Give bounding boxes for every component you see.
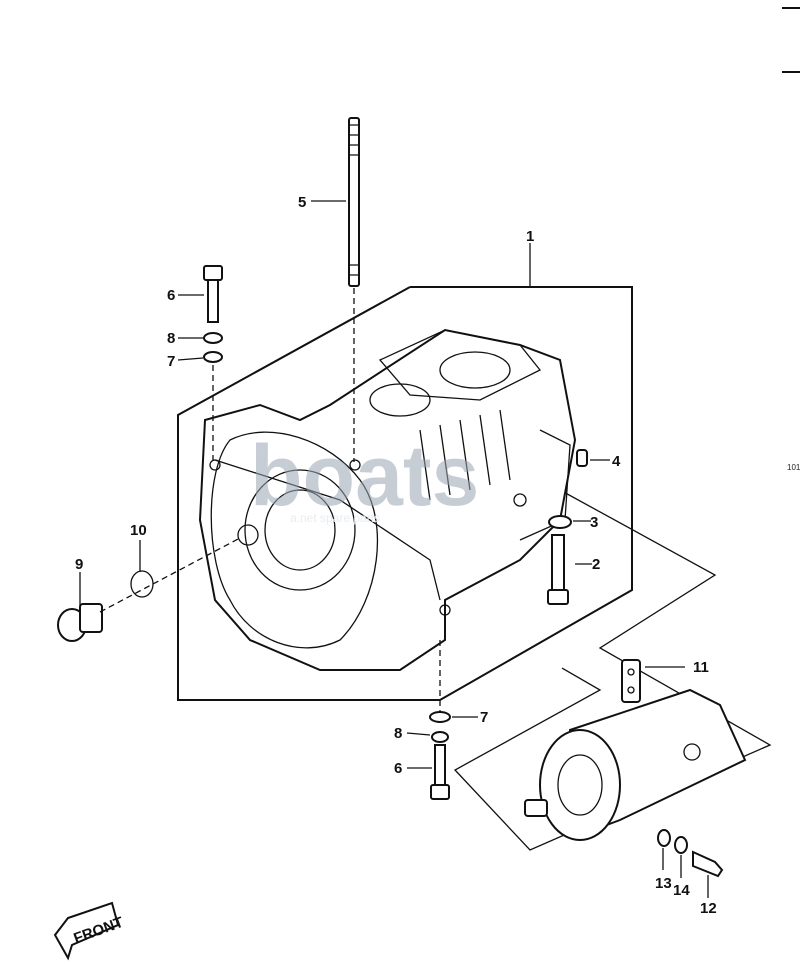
callout-12: 12	[700, 900, 717, 917]
bolt-bottom	[429, 640, 451, 800]
callout-4: 4	[612, 453, 621, 470]
crankcase-drawing	[198, 328, 577, 671]
callout-9: 9	[75, 556, 83, 573]
callout-8-bottom: 8	[394, 725, 402, 742]
starter-fasteners	[657, 829, 724, 878]
callout-10: 10	[130, 522, 147, 539]
callout-3: 3	[590, 514, 598, 531]
callout-7-bottom: 7	[480, 709, 488, 726]
stud-part	[348, 117, 360, 462]
callout-6-top: 6	[167, 287, 175, 304]
callout-1: 1	[526, 228, 534, 245]
starter-motor	[524, 659, 747, 841]
bolt-right	[547, 449, 588, 605]
bolt-top	[203, 265, 223, 460]
watermark-sub: a.net spare parts	[290, 511, 380, 525]
callout-2: 2	[592, 556, 600, 573]
callout-5: 5	[298, 194, 306, 211]
drain-plug	[57, 524, 259, 642]
figure-code: 101	[787, 463, 800, 472]
callout-11: 11	[693, 659, 709, 676]
callout-leaders	[79, 200, 709, 898]
callout-6-bottom: 6	[394, 760, 402, 777]
callout-7-top: 7	[167, 353, 175, 370]
front-badge: FRONT	[53, 901, 126, 961]
callout-8-top: 8	[167, 330, 175, 347]
callout-13: 13	[655, 875, 672, 892]
watermark-main: boats	[250, 428, 479, 524]
callout-14: 14	[673, 882, 690, 899]
corner-marks	[782, 7, 800, 73]
